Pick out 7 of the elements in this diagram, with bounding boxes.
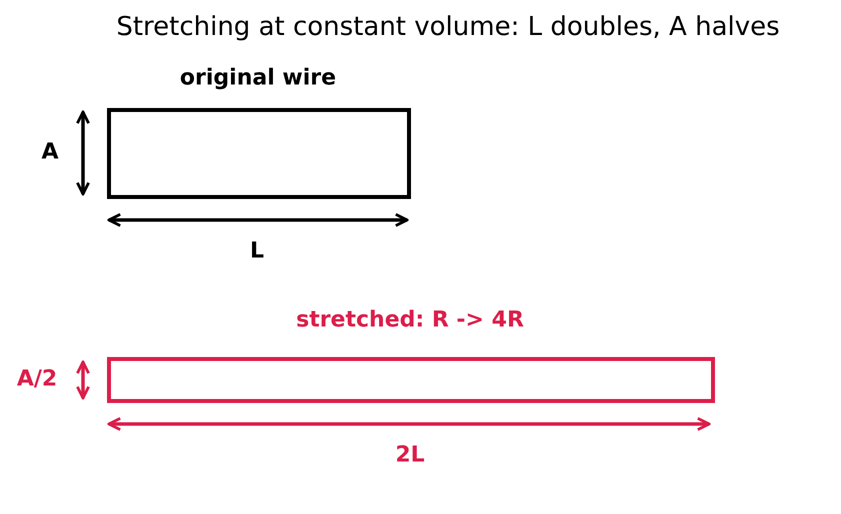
- dimension-label: L: [250, 238, 264, 264]
- wire-heading: original wire: [180, 66, 336, 90]
- wire-heading: stretched: R -> 4R: [296, 308, 524, 332]
- dimension-label: A/2: [16, 366, 58, 392]
- dimension-label: A: [41, 140, 59, 164]
- title: Stretching at constant volume: L doubles, A halves: [116, 12, 780, 42]
- dimension-label: 2L: [395, 442, 425, 468]
